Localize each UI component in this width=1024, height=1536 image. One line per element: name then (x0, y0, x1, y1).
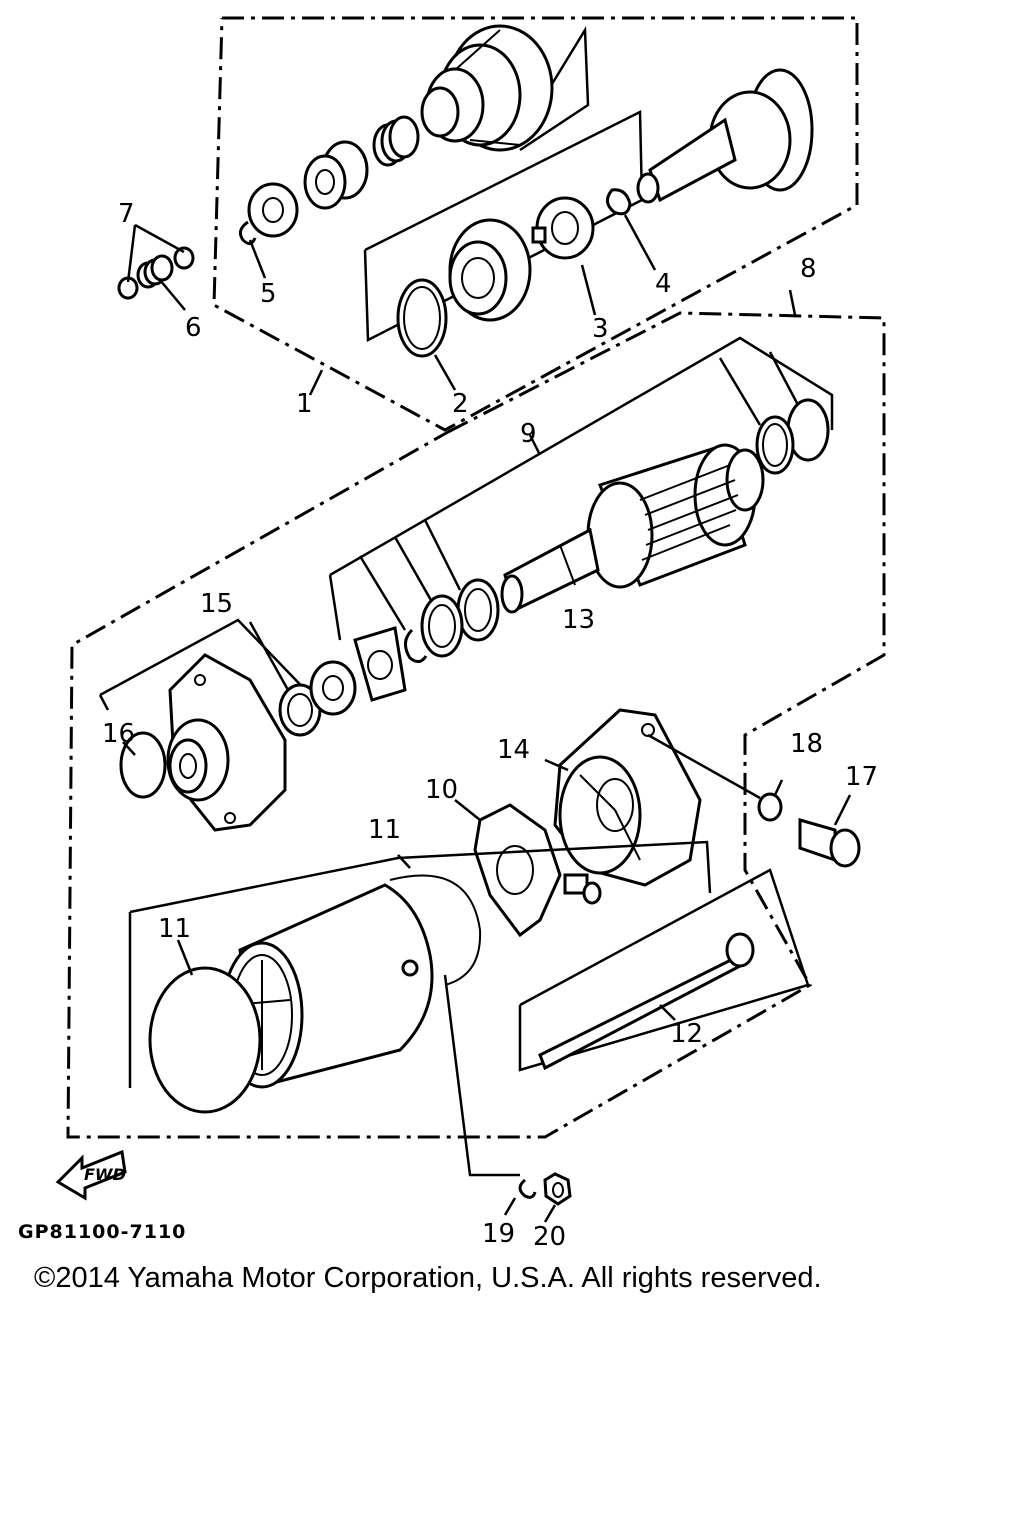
o-ring-16-part (119, 731, 167, 799)
callout-8: 8 (800, 254, 817, 284)
through-bolt-12-part (538, 932, 755, 1071)
nut-20-part (543, 1172, 572, 1206)
circlip-19-part (518, 1178, 537, 1199)
washer-part (247, 182, 299, 238)
callout-11b: 11 (158, 914, 191, 944)
retainer-plate-3-part (531, 196, 595, 260)
callout-4: 4 (655, 269, 672, 299)
callout-10: 10 (425, 775, 458, 805)
fwd-label: FWD (84, 1165, 126, 1184)
callout-2: 2 (452, 389, 469, 419)
callout-9: 9 (520, 419, 537, 449)
callout-6: 6 (185, 313, 202, 343)
callout-16: 16 (102, 719, 135, 749)
o-ring-11-right-part (389, 874, 482, 986)
fwd-arrow-icon: FWD (55, 1149, 127, 1201)
callout-7: 7 (118, 199, 135, 229)
callout-19: 19 (482, 1219, 515, 1249)
group-1-outline (212, 16, 859, 432)
bolt-17-part (798, 818, 861, 868)
brush-spring-6-part (136, 254, 174, 289)
bearing-housing-part (448, 218, 532, 322)
callout-11a: 11 (368, 815, 401, 845)
starter-motor-exploded-diagram: FWD 1 2 3 4 5 6 7 8 9 10 11 11 12 13 14 … (18, 16, 886, 1252)
callout-17: 17 (845, 762, 878, 792)
callout-1: 1 (296, 389, 313, 419)
callout-14: 14 (497, 735, 530, 765)
circlip-4-part (606, 188, 632, 216)
spring-part (372, 115, 420, 167)
callout-3: 3 (592, 314, 609, 344)
callout-12: 12 (670, 1019, 703, 1049)
brush-holder-10-part (473, 803, 602, 938)
gasket-11-left-part (148, 966, 262, 1114)
copyright-notice: ©2014 Yamaha Motor Corporation, U.S.A. A… (34, 1262, 822, 1294)
callout-5: 5 (260, 279, 277, 309)
washer-18-part (757, 792, 783, 822)
ring-2-part (396, 278, 448, 358)
callout-20: 20 (533, 1222, 566, 1252)
callout-15: 15 (200, 589, 233, 619)
group-8-outline (66, 311, 886, 1139)
rear-cover-14-part (553, 708, 702, 887)
pinion-collar-part (303, 140, 369, 210)
output-shaft-part (636, 68, 814, 204)
armature-13-part (500, 443, 765, 614)
callout-18: 18 (790, 729, 823, 759)
front-cover-15-part (166, 653, 287, 832)
callout-13: 13 (562, 605, 595, 635)
part-code-label: GP81100-7110 (18, 1221, 186, 1243)
lock-washer-part (353, 626, 407, 702)
circlip-5-part (238, 220, 257, 245)
clutch-gear-part (420, 24, 554, 152)
